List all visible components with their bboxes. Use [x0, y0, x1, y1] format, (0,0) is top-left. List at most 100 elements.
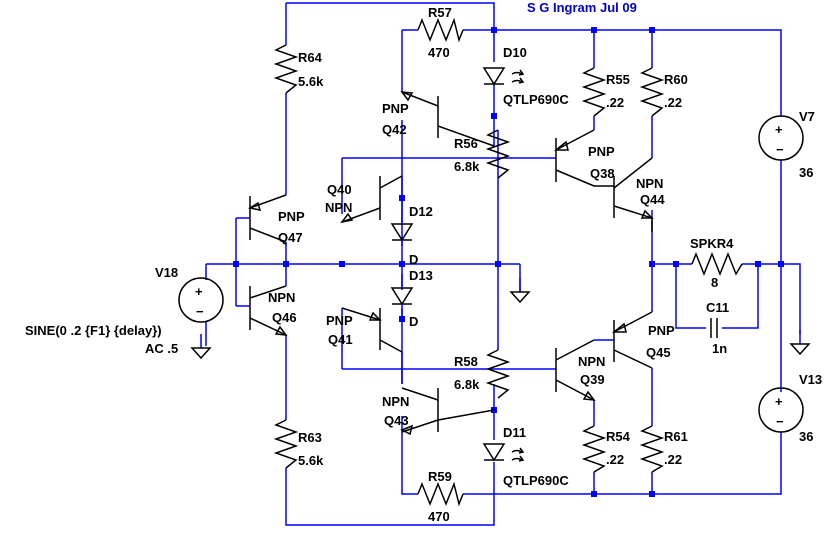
- v7-label: V7: [799, 109, 815, 124]
- voltage-source-v13: +−: [758, 387, 804, 433]
- d11-model: QTLP690C: [503, 473, 569, 488]
- r63-value: 5.6k: [298, 453, 324, 468]
- v7-value: 36: [799, 165, 813, 180]
- transistor-q39: [555, 339, 596, 401]
- resistor-r58: [485, 349, 511, 399]
- q47-label: Q47: [278, 230, 303, 245]
- resistor-r63: [273, 419, 299, 469]
- voltage-source-v7: +−: [758, 115, 804, 161]
- q42-label: Q42: [382, 122, 407, 137]
- r61-label: R61: [664, 429, 688, 444]
- d12-label: D12: [409, 204, 433, 219]
- diode-d12: [390, 201, 414, 264]
- r54-label: R54: [606, 429, 631, 444]
- c11-value: 1n: [712, 341, 727, 356]
- q38-label: Q38: [590, 166, 615, 181]
- r64-value: 5.6k: [298, 74, 324, 89]
- svg-text:+: +: [775, 122, 783, 137]
- r57-value: 470: [428, 45, 450, 60]
- resistor-r54: [581, 425, 607, 473]
- diode-d11: [482, 443, 525, 462]
- ground-symbol-output: [790, 329, 810, 355]
- r56-label: R56: [454, 136, 478, 151]
- r59-label: R59: [428, 469, 452, 484]
- resistor-r60: [639, 67, 665, 117]
- q42-type: PNP: [382, 101, 409, 116]
- r61-value: .22: [664, 452, 682, 467]
- v18-ac-spec: AC .5: [145, 341, 178, 356]
- r60-value: .22: [664, 95, 682, 110]
- q43-label: Q43: [384, 413, 409, 428]
- d10-label: D10: [503, 45, 527, 60]
- schematic-title: S G Ingram Jul 09: [527, 0, 637, 15]
- resistor-r61: [639, 425, 665, 473]
- d11-label: D11: [503, 425, 526, 440]
- svg-text:+: +: [775, 394, 783, 409]
- d12-model: D: [409, 252, 418, 267]
- r64-label: R64: [298, 50, 323, 65]
- transistor-q46: [236, 264, 288, 336]
- r63-label: R63: [298, 430, 322, 445]
- q45-label: Q45: [646, 345, 671, 360]
- svg-text:−: −: [196, 304, 204, 319]
- q38-type: PNP: [588, 144, 615, 159]
- q39-label: Q39: [580, 372, 605, 387]
- q47-type: PNP: [278, 209, 305, 224]
- voltage-source-v18: +−: [178, 277, 224, 323]
- svg-text:−: −: [776, 414, 784, 429]
- speaker-value: 8: [711, 275, 718, 290]
- q41-type: PNP: [326, 313, 353, 328]
- svg-text:−: −: [776, 142, 784, 157]
- ground-symbol-input: [191, 333, 211, 359]
- transistor-q41: [341, 307, 403, 384]
- ground-symbol-center: [510, 277, 530, 303]
- q41-label: Q41: [328, 332, 353, 347]
- diode-d13: [390, 264, 414, 316]
- r57-label: R57: [428, 5, 452, 20]
- d13-model: D: [409, 314, 418, 329]
- transistor-q40: [340, 175, 403, 224]
- q45-type: PNP: [648, 323, 675, 338]
- r58-label: R58: [454, 354, 478, 369]
- v13-label: V13: [799, 372, 822, 387]
- capacitor-c11: [710, 318, 718, 338]
- diode-d10: [482, 67, 525, 86]
- svg-text:+: +: [195, 284, 203, 299]
- v18-source-spec: SINE(0 .2 {F1} {delay}): [25, 323, 162, 338]
- r60-label: R60: [664, 72, 688, 87]
- transistor-q44: [613, 157, 654, 232]
- q44-label: Q44: [640, 192, 665, 207]
- q44-type: NPN: [636, 176, 663, 191]
- v18-label: V18: [155, 265, 178, 280]
- v13-value: 36: [799, 429, 813, 444]
- r55-label: R55: [606, 72, 630, 87]
- speaker-label: SPKR4: [690, 236, 734, 251]
- q46-type: NPN: [268, 290, 295, 305]
- light-emission-icon: [511, 69, 525, 84]
- resistor-r55: [581, 67, 607, 117]
- r59-value: 470: [428, 509, 450, 524]
- transistor-q45: [594, 311, 653, 369]
- resistor-r56: [485, 129, 511, 179]
- transistor-q38: [553, 129, 614, 187]
- r58-value: 6.8k: [454, 377, 480, 392]
- q43-type: NPN: [382, 394, 409, 409]
- resistor-r64: [273, 44, 299, 94]
- resistor-r59: [417, 481, 464, 507]
- transistor-q43: [400, 387, 495, 436]
- q46-label: Q46: [272, 310, 297, 325]
- q40-type: NPN: [325, 200, 352, 215]
- r56-value: 6.8k: [454, 159, 480, 174]
- light-emission-icon: [511, 447, 525, 462]
- q39-type: NPN: [578, 354, 605, 369]
- d13-label: D13: [409, 268, 433, 283]
- transistor-q47: [236, 194, 287, 264]
- c11-label: C11: [706, 300, 729, 315]
- resistor-r57: [417, 17, 464, 43]
- r54-value: .22: [606, 452, 624, 467]
- r55-value: .22: [606, 95, 624, 110]
- d10-model: QTLP690C: [503, 92, 569, 107]
- transistor-q42: [400, 91, 495, 147]
- speaker-spkr4: [691, 251, 743, 277]
